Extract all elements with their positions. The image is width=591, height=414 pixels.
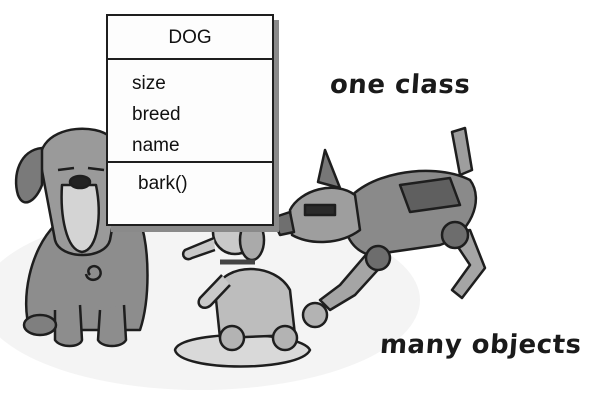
method-bark: bark() [138,173,188,194]
class-name: DOG [108,16,272,60]
attribute-size: size [132,73,166,94]
attribute-breed: breed [132,104,181,125]
class-methods: bark() [108,163,272,195]
caption-many-objects: many objects [378,330,583,360]
uml-class-box: DOG size breed name bark() [106,14,274,226]
class-attributes: size breed name [108,60,272,163]
attribute-name: name [132,135,180,156]
caption-one-class: one class [328,70,472,100]
robot-dog-icon [270,126,487,312]
